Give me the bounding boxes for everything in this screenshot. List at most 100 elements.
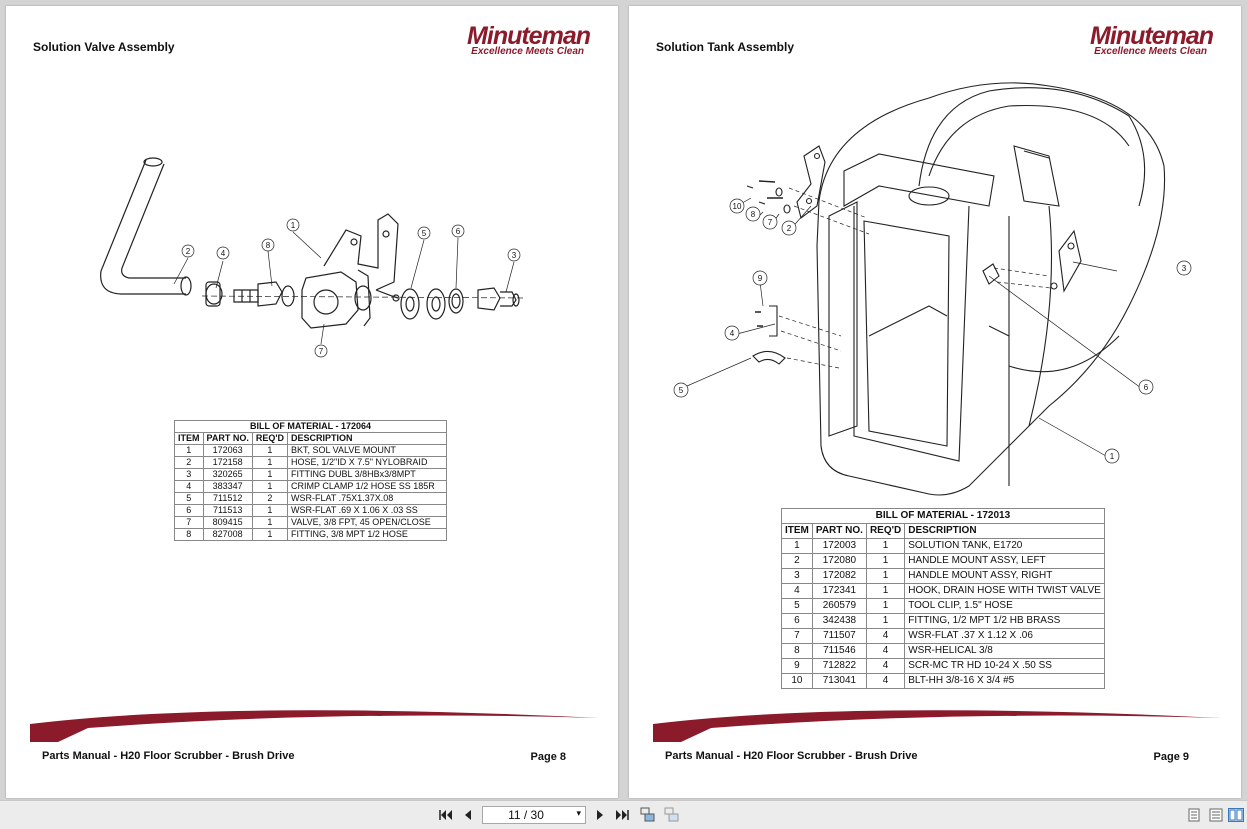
reqd-cell: 4	[865, 643, 906, 659]
part-number-cell: 809415	[202, 516, 253, 529]
callout-6: 6	[456, 227, 461, 236]
description-cell: SCR-MC TR HD 10-24 X .50 SS	[904, 658, 1105, 674]
item-cell: 4	[174, 480, 204, 493]
callout-1: 1	[1110, 452, 1115, 461]
bom-title: BILL OF MATERIAL - 172064	[174, 420, 447, 433]
reqd-cell: 1	[251, 504, 289, 517]
facing-view-icon[interactable]	[1208, 807, 1224, 823]
part-number-cell: 827008	[202, 528, 253, 541]
description-cell: HANDLE MOUNT ASSY, LEFT	[904, 553, 1105, 569]
bom-header-item: ITEM	[174, 432, 204, 445]
part-number-cell: 172063	[202, 444, 253, 457]
bom-header-part: PART NO.	[811, 523, 867, 539]
callout-5: 5	[679, 386, 684, 395]
part-number-cell: 712822	[811, 658, 867, 674]
item-cell: 1	[174, 444, 204, 457]
bill-of-material-table: BILL OF MATERIAL - 172064 ITEM PART NO. …	[174, 420, 447, 541]
page-indicator: 11 / 30	[508, 808, 544, 822]
reqd-cell: 1	[865, 568, 906, 584]
item-cell: 7	[781, 628, 813, 644]
part-number-cell: 342438	[811, 613, 867, 629]
first-page-icon[interactable]	[438, 807, 454, 823]
bom-header-item: ITEM	[781, 523, 813, 539]
bom-title: BILL OF MATERIAL - 172013	[781, 508, 1105, 524]
single-page-view-icon[interactable]	[640, 807, 656, 823]
item-cell: 6	[781, 613, 813, 629]
prev-page-icon[interactable]	[460, 807, 476, 823]
bill-of-material-table: BILL OF MATERIAL - 172013 ITEM PART NO. …	[781, 508, 1105, 689]
bom-header-reqd: REQ'D	[865, 523, 906, 539]
part-number-cell: 713041	[811, 673, 867, 689]
description-cell: FITTING DUBL 3/8HBx3/8MPT	[287, 468, 447, 481]
bom-header-row: ITEM PART NO. REQ'D DESCRIPTION	[174, 432, 447, 445]
item-cell: 8	[781, 643, 813, 659]
part-number-cell: 711512	[202, 492, 253, 505]
callout-9: 9	[758, 274, 763, 283]
pdf-viewer-toolbar: 11 / 30 ▾	[0, 800, 1247, 829]
page-title: Solution Valve Assembly	[33, 40, 175, 54]
description-cell: FITTING, 1/2 MPT 1/2 HB BRASS	[904, 613, 1105, 629]
minuteman-logo: Minuteman Excellence Meets Clean	[1063, 23, 1214, 57]
reqd-cell: 1	[251, 480, 289, 493]
pdf-page-8: Solution Valve Assembly Minuteman Excell…	[6, 6, 618, 798]
part-number-cell: 172003	[811, 538, 867, 554]
page-number: Page 9	[1153, 751, 1189, 763]
part-number-cell: 711546	[811, 643, 867, 659]
reqd-cell: 4	[865, 628, 906, 644]
footer-swoosh	[30, 710, 598, 742]
bom-header-row: ITEM PART NO. REQ'D DESCRIPTION	[781, 523, 1105, 539]
item-cell: 5	[174, 492, 204, 505]
item-cell: 2	[781, 553, 813, 569]
chevron-down-icon: ▾	[576, 808, 581, 818]
callout-3: 3	[1182, 264, 1187, 273]
description-cell: HANDLE MOUNT ASSY, RIGHT	[904, 568, 1105, 584]
page-title: Solution Tank Assembly	[656, 40, 795, 54]
description-cell: WSR-FLAT .75X1.37X.08	[287, 492, 447, 505]
next-page-icon[interactable]	[592, 807, 608, 823]
reqd-cell: 1	[865, 583, 906, 599]
part-number-cell: 260579	[811, 598, 867, 614]
footer-manual-title: Parts Manual - H20 Floor Scrubber - Brus…	[665, 750, 918, 762]
minuteman-logo: Minuteman Excellence Meets Clean	[440, 22, 591, 57]
part-number-cell: 711513	[202, 504, 253, 517]
item-cell: 9	[781, 658, 813, 674]
reqd-cell: 4	[865, 673, 906, 689]
description-cell: HOSE, 1/2"ID X 7.5" NYLOBRAID	[287, 456, 447, 469]
description-cell: CRIMP CLAMP 1/2 HOSE SS 185R	[287, 480, 447, 493]
reqd-cell: 4	[865, 658, 906, 674]
callout-2: 2	[787, 224, 792, 233]
description-cell: BKT, SOL VALVE MOUNT	[287, 444, 447, 457]
tank-assembly-diagram: 1 2 3 4 5 6 7 8 9 10	[673, 82, 1192, 496]
two-page-view-icon[interactable]	[664, 807, 680, 823]
description-cell: HOOK, DRAIN HOSE WITH TWIST VALVE	[904, 583, 1105, 599]
callout-4: 4	[221, 249, 226, 258]
scroll-view-icon[interactable]	[1186, 807, 1202, 823]
part-number-cell: 172158	[202, 456, 253, 469]
pdf-page-9: Solution Tank Assembly Minuteman Excelle…	[629, 6, 1241, 798]
last-page-icon[interactable]	[614, 807, 630, 823]
book-view-icon[interactable]	[1228, 807, 1244, 823]
item-cell: 3	[174, 468, 204, 481]
reqd-cell: 1	[865, 553, 906, 569]
part-number-cell: 172082	[811, 568, 867, 584]
item-cell: 3	[781, 568, 813, 584]
part-number-cell: 320265	[202, 468, 253, 481]
page-number-select[interactable]: 11 / 30 ▾	[482, 806, 586, 824]
callout-1: 1	[291, 221, 296, 230]
description-cell: SOLUTION TANK, E1720	[904, 538, 1105, 554]
bom-header-description: DESCRIPTION	[287, 432, 447, 445]
description-cell: WSR-HELICAL 3/8	[904, 643, 1105, 659]
logo-name: Minuteman	[467, 22, 591, 50]
item-cell: 7	[174, 516, 204, 529]
description-cell: TOOL CLIP, 1.5" HOSE	[904, 598, 1105, 614]
